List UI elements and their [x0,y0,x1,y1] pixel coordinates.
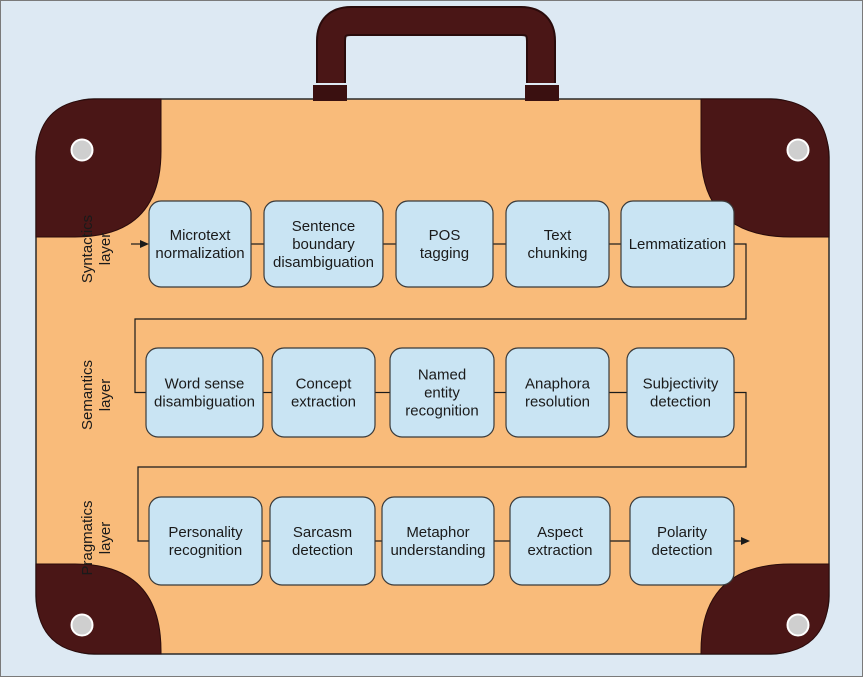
step-label: entity [424,385,460,402]
step-box-shape [269,496,376,586]
corner-top-left [35,98,162,238]
step-box-shape [148,496,263,586]
step-label: chunking [527,245,587,262]
step-box-shape [145,347,264,438]
step-label: Lemmatization [629,236,727,253]
step-label: Microtext [170,227,232,244]
step-label: Personality [168,524,243,541]
step-label: Sentence [292,218,355,235]
layer-label-line: Semantics [79,360,96,430]
step-label: recognition [169,542,242,559]
layer-label-line: layer [97,233,114,266]
layer-label-line: Pragmatics [79,500,96,575]
step-box-shape [509,496,611,586]
corner-bottom-left [35,563,162,655]
step-box-shape [505,200,610,288]
connector-row2-row3 [137,391,747,542]
step-label: disambiguation [273,254,374,271]
step-label: POS [429,227,461,244]
step-box-shape [271,347,376,438]
step-label: Polarity [657,524,708,541]
step-box: Lemmatization [620,200,735,288]
step-box-shape [505,347,610,438]
step-box-shape [389,347,495,438]
rivet [786,613,810,637]
step-label: detection [652,542,713,559]
step-label: understanding [390,542,485,559]
step-label: Anaphora [525,376,591,393]
handle-mount-left [313,85,347,101]
step-label: Sarcasm [293,524,352,541]
step-label: Named [418,367,466,384]
step-label: extraction [291,394,356,411]
handle [318,8,554,83]
step-label: Concept [296,376,353,393]
rivet [786,138,810,162]
rivet [70,613,94,637]
step-box-shape [629,496,735,586]
step-box-shape [148,200,252,288]
connector-row1-row2 [134,243,747,394]
pipeline-steps: MicrotextnormalizationSentenceboundarydi… [145,200,735,586]
step-box-shape [620,200,735,288]
step-box-shape [626,347,735,438]
step-label: normalization [155,245,244,262]
step-label: recognition [405,403,478,420]
step-label: detection [650,394,711,411]
step-label: detection [292,542,353,559]
step-label: disambiguation [154,394,255,411]
step-label: Aspect [537,524,584,541]
step-box-shape [381,496,495,586]
step-label: extraction [527,542,592,559]
step-box-shape [263,200,384,288]
step-label: Metaphor [406,524,469,541]
step-label: resolution [525,394,590,411]
handle-mount-right [525,85,559,101]
step-label: tagging [420,245,469,262]
step-label: Subjectivity [643,376,719,393]
layer-label-line: layer [97,379,114,412]
layer-label-line: layer [97,522,114,555]
flow-connectors [131,240,750,545]
step-label: Text [544,227,572,244]
step-label: Word sense [165,376,245,393]
step-label: boundary [292,236,355,253]
entry-arrow-head [140,240,149,248]
exit-arrow-head [741,537,750,545]
rivet [70,138,94,162]
step-box-shape [395,200,494,288]
corner-top-right [700,98,830,238]
layer-label-line: Syntactics [79,215,96,283]
